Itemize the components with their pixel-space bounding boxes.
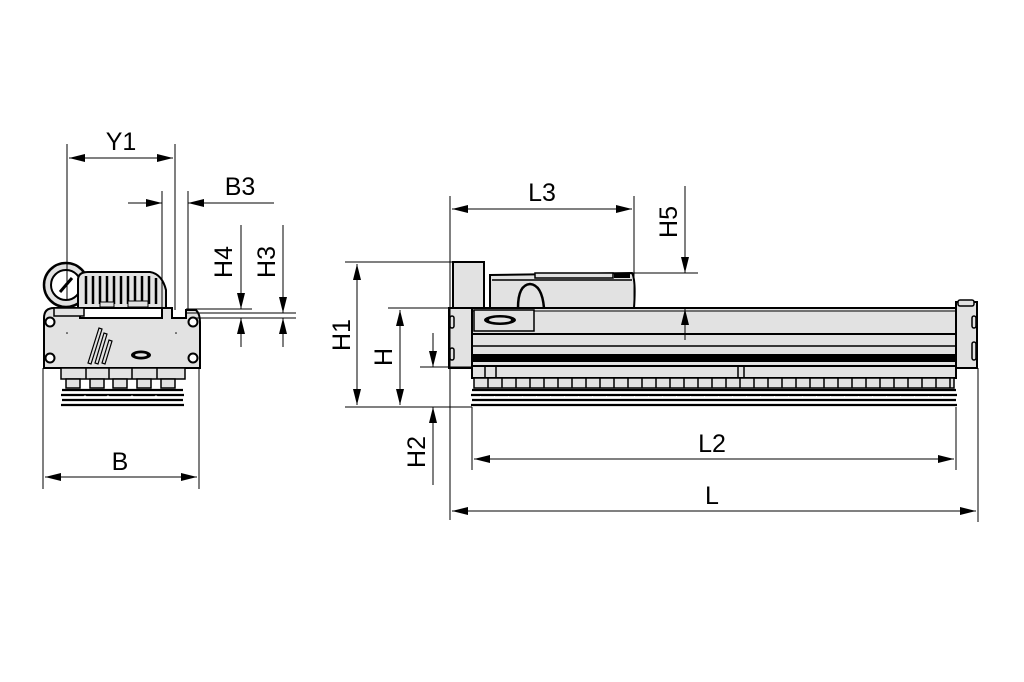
dimension-h4-h3: H4 H3 [186,225,296,347]
side-housing [43,307,201,369]
dimension-l2: L2 [471,407,957,470]
front-view: L3 H5 H1 H H2 [328,179,979,522]
dimension-label-h2: H2 [403,436,431,468]
valve-block [77,271,167,309]
dimension-y1: Y1 [66,128,176,310]
dimension-b: B [42,368,200,489]
dimension-label-h5: H5 [655,206,683,238]
dimension-label-b: B [112,448,129,476]
dimension-label-l: L [705,482,719,510]
dimension-l: L [452,368,979,522]
dimension-label-h3: H3 [253,246,281,278]
dimension-l3: L3 [449,179,635,520]
suction-cup-row [471,377,957,407]
dimension-h2: H2 [403,333,472,485]
dimension-label-y1: Y1 [106,128,137,156]
valve-module [489,271,636,309]
suction-cups [60,367,186,407]
side-view: Y1 B3 H4 H3 B [42,128,296,489]
dimension-h1: H1 [328,261,472,408]
dimension-label-l2: L2 [698,430,726,458]
end-block [452,261,485,310]
dimension-label-h1: H1 [328,319,356,351]
dimension-label-h: H [370,348,398,366]
main-rail [471,307,957,379]
dimension-label-b3: B3 [225,173,256,201]
dimension-h: H [370,307,449,405]
dimension-label-h4: H4 [210,246,238,278]
dimension-label-l3: L3 [528,179,556,207]
dimension-b3: B3 [128,173,274,310]
dimension-h5: H5 [632,186,698,340]
